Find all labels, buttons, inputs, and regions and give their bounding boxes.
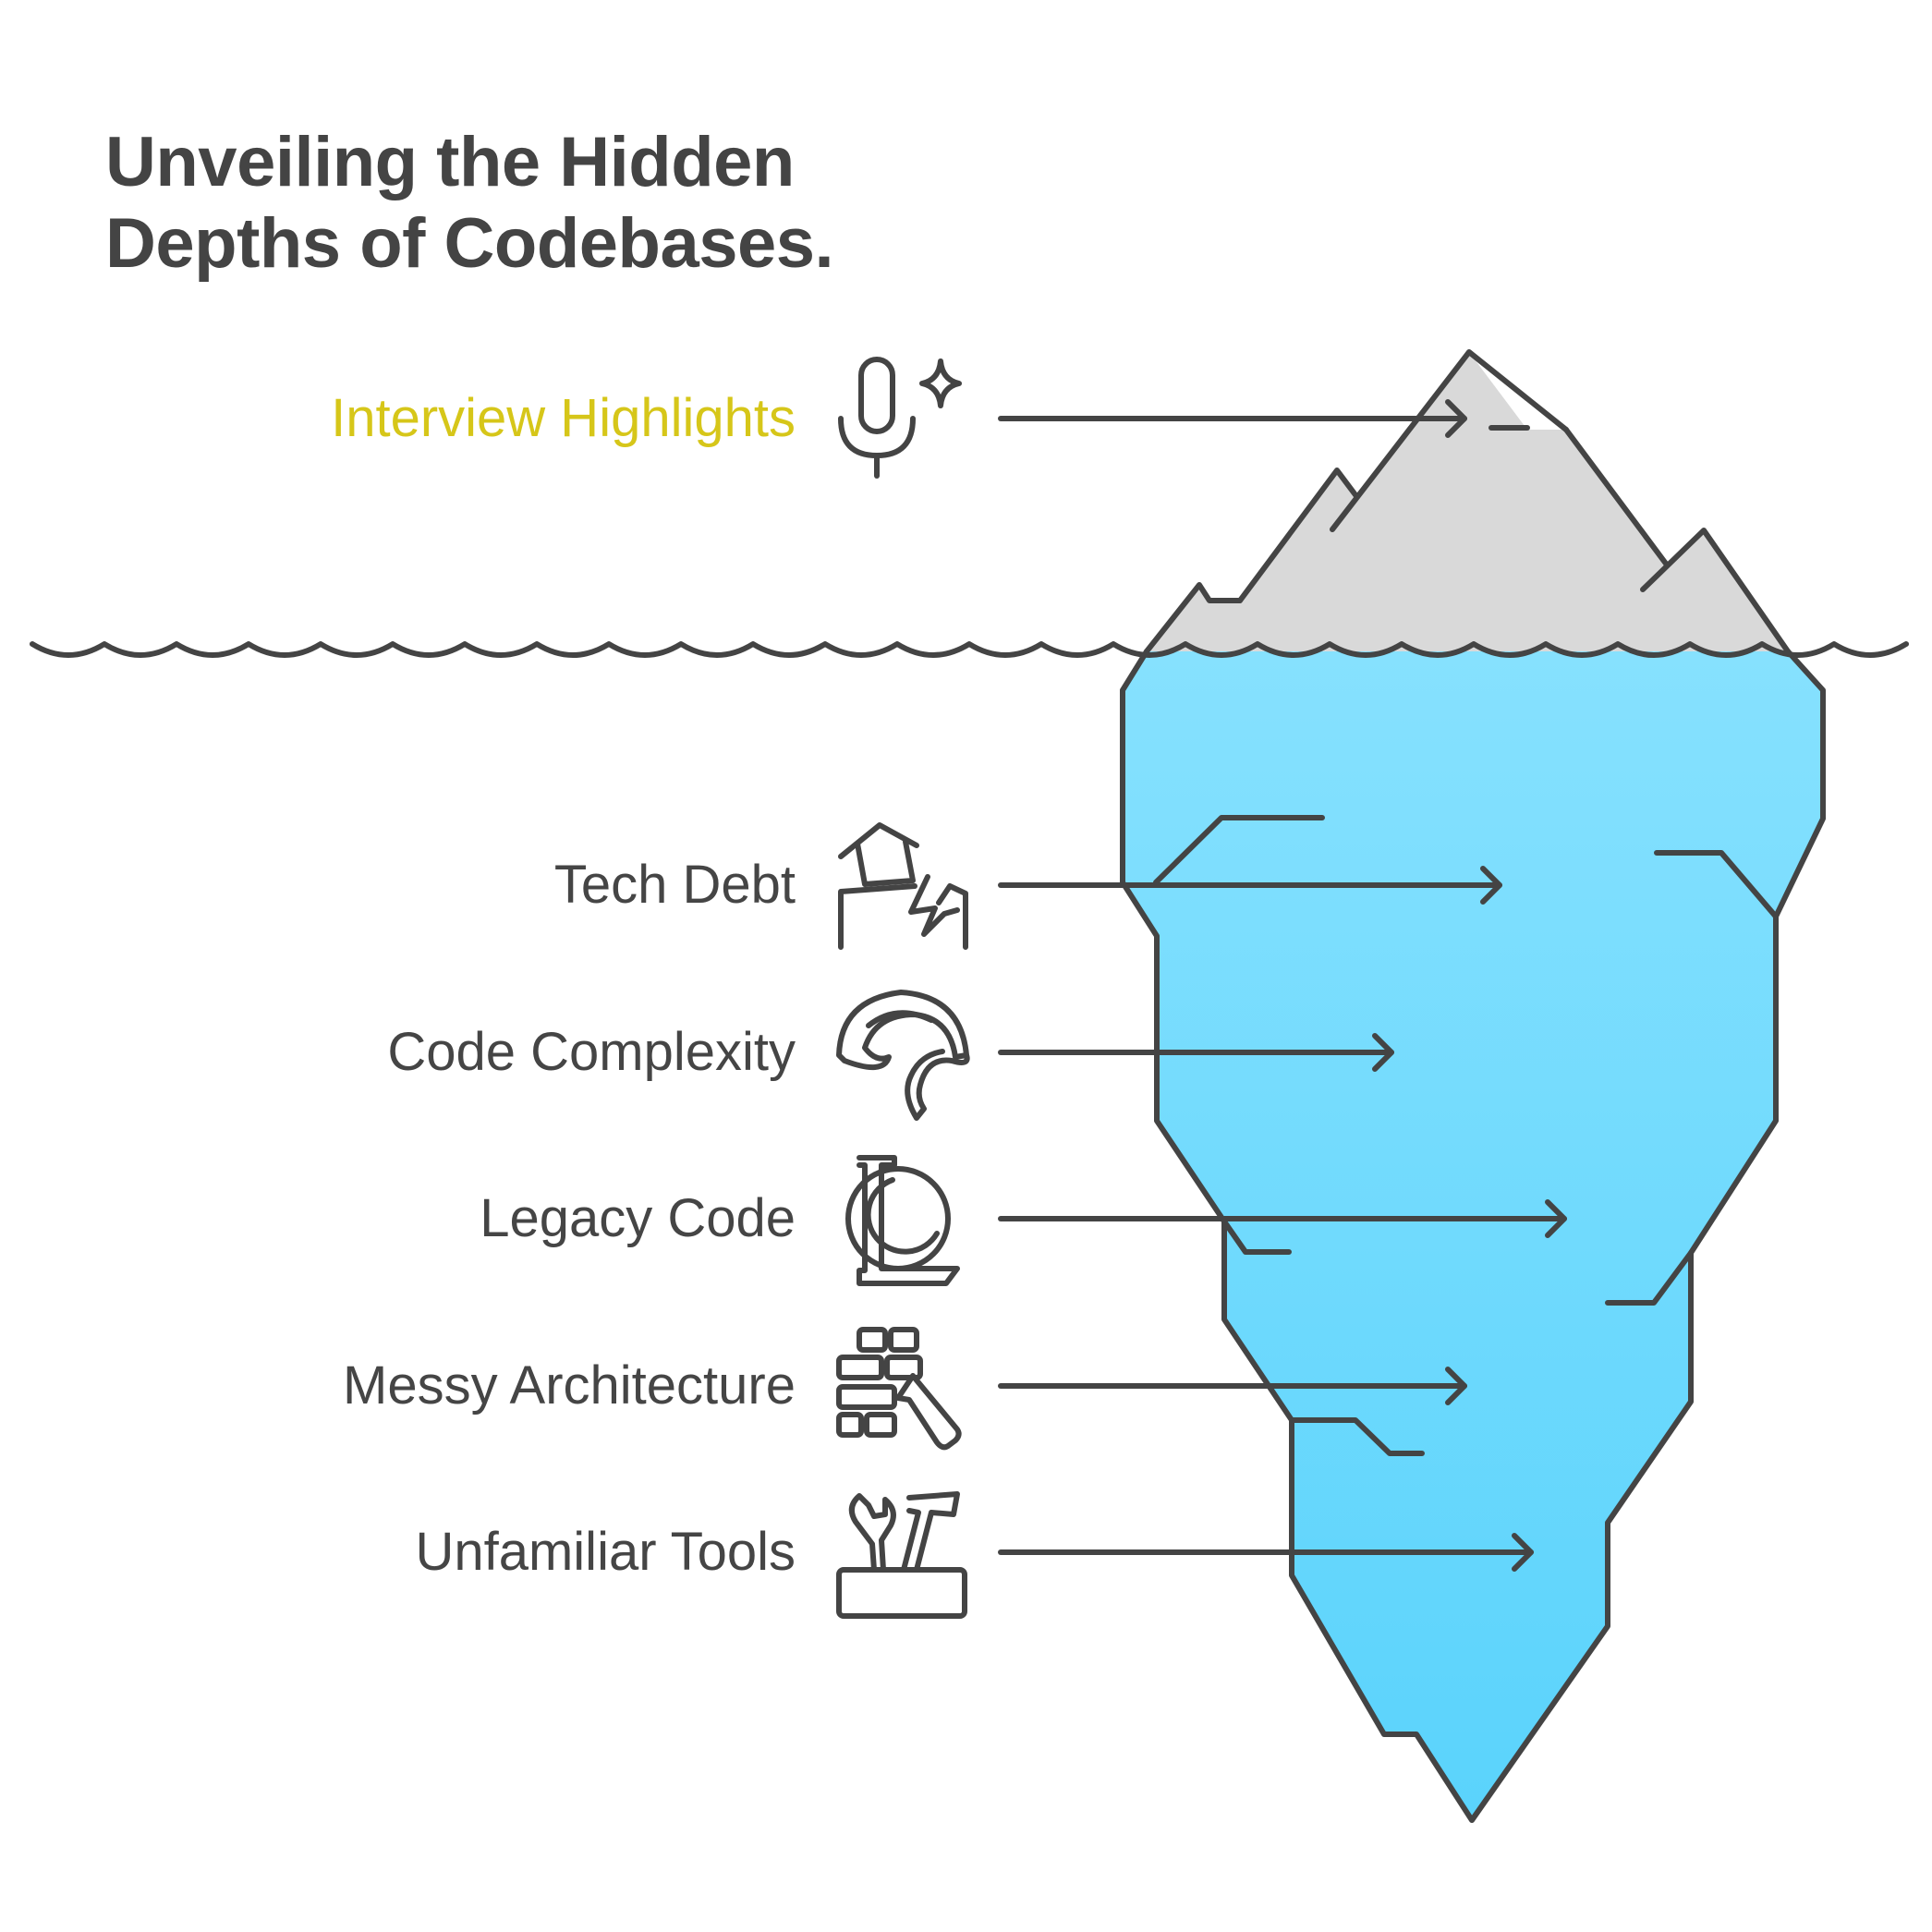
legacy-l-ring-icon [832, 1150, 970, 1289]
page-title-line-2: Depths of Codebases. [105, 204, 834, 283]
arrow-interview-highlights [998, 399, 1467, 438]
label-interview-highlights: Interview Highlights [331, 388, 796, 448]
arrow-tech-debt [998, 866, 1502, 905]
label-unfamiliar-tools: Unfamiliar Tools [415, 1522, 796, 1582]
arrow-unfamiliar-tools [998, 1533, 1534, 1572]
label-code-complexity: Code Complexity [387, 1022, 796, 1082]
collapsing-house-icon [832, 818, 970, 952]
bricks-trowel-icon [832, 1317, 970, 1455]
label-legacy-code: Legacy Code [480, 1188, 796, 1248]
iceberg-outline [1120, 349, 1826, 1823]
iceberg-tip [1147, 352, 1788, 651]
tangled-knot-icon [832, 983, 970, 1122]
arrow-messy-architecture [998, 1367, 1467, 1405]
pointer-arrows [998, 399, 1567, 1572]
water-line [30, 641, 1909, 658]
toolbox-icon [832, 1485, 970, 1623]
arrow-legacy-code [998, 1199, 1567, 1238]
arrow-code-complexity [998, 1033, 1394, 1072]
iceberg-underwater [1123, 651, 1823, 1820]
label-messy-architecture: Messy Architecture [343, 1355, 796, 1416]
microphone-sparkle-icon [832, 354, 970, 483]
page-title-line-1: Unveiling the Hidden [105, 123, 795, 201]
label-tech-debt: Tech Debt [553, 855, 796, 915]
